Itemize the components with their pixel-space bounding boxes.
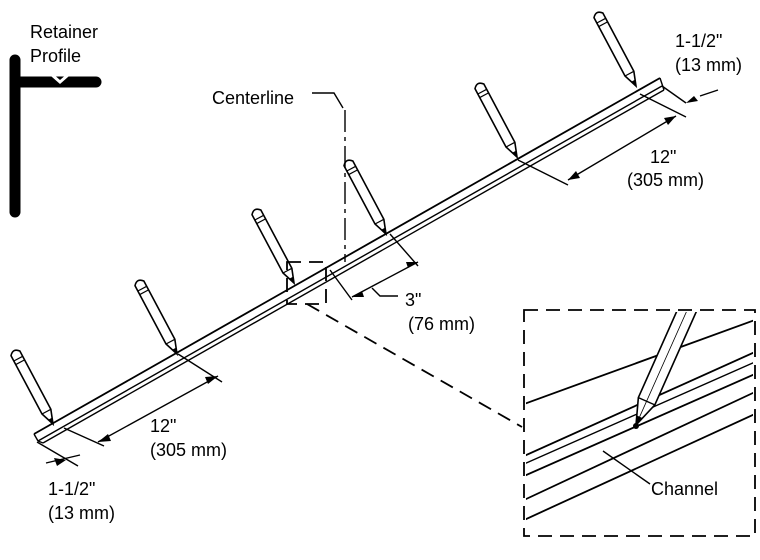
centerline-leader bbox=[312, 92, 344, 109]
dim-upper bbox=[517, 115, 677, 186]
dim-mid bbox=[329, 233, 419, 301]
centerline-label: Centerline bbox=[212, 88, 294, 108]
pencil-3 bbox=[249, 206, 300, 287]
pencil-4 bbox=[341, 157, 392, 238]
dim-lower-imperial: 12" bbox=[150, 416, 176, 436]
dim-mid-metric: (76 mm) bbox=[408, 314, 475, 334]
dim-bottom-left-metric: (13 mm) bbox=[48, 503, 115, 523]
dim-lower-metric: (305 mm) bbox=[150, 440, 227, 460]
dim-top-right-metric: (13 mm) bbox=[675, 55, 742, 75]
detail-inset bbox=[523, 309, 756, 537]
dim-bottom-left-imperial: 1-1/2" bbox=[48, 479, 95, 499]
dim-lower bbox=[63, 353, 223, 447]
dim-upper-metric: (305 mm) bbox=[627, 170, 704, 190]
dim-upper-imperial: 12" bbox=[650, 147, 676, 167]
retainer-label-line1: Retainer bbox=[30, 22, 98, 42]
detail-marker-box bbox=[286, 261, 327, 305]
retainer-strip bbox=[33, 77, 665, 444]
retainer-profile-shape bbox=[9, 54, 102, 218]
pencil-1 bbox=[8, 347, 59, 428]
detail-leader bbox=[306, 303, 523, 428]
dim-mid-imperial: 3" bbox=[405, 290, 421, 310]
pencil-2 bbox=[132, 277, 183, 358]
dim-top-right bbox=[639, 85, 719, 118]
pencil-6 bbox=[591, 9, 642, 90]
dim-bottom-left bbox=[36, 441, 81, 467]
pencil-5 bbox=[472, 80, 523, 161]
retainer-label-line2: Profile bbox=[30, 46, 81, 66]
channel-label: Channel bbox=[651, 479, 718, 499]
dim-top-right-imperial: 1-1/2" bbox=[675, 31, 722, 51]
